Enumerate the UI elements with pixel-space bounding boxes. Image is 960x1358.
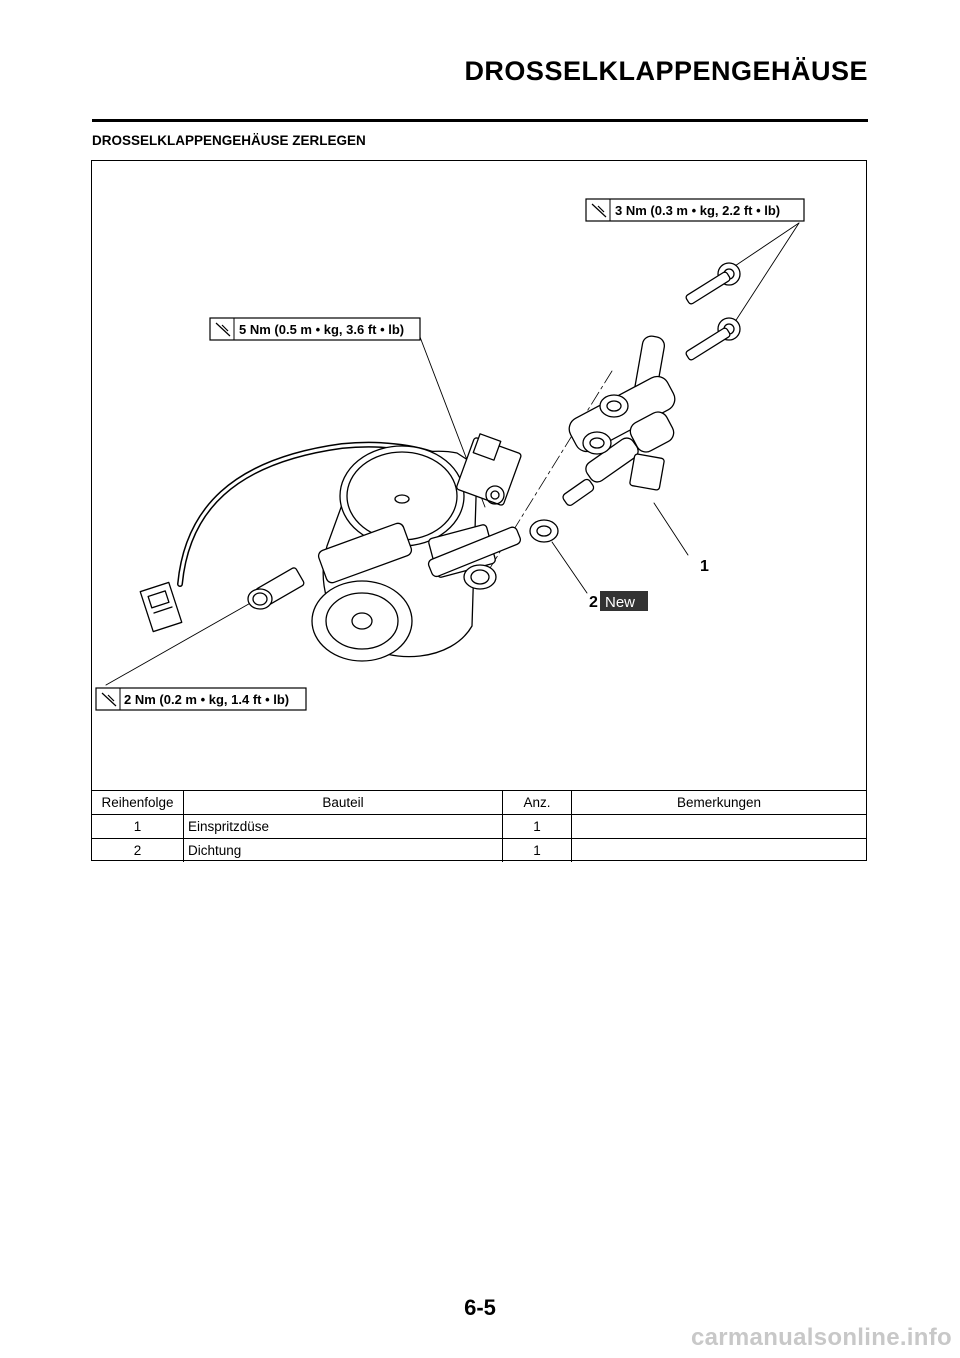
row-sequence: 1 bbox=[92, 814, 184, 839]
torque-label-2nm: 2 Nm (0.2 m • kg, 1.4 ft • lb) bbox=[95, 687, 307, 711]
row-quantity: 1 bbox=[502, 838, 572, 862]
leader-line-part-2 bbox=[551, 541, 588, 594]
row-sequence: 2 bbox=[92, 838, 184, 862]
column-header-quantity: Anz. bbox=[502, 790, 572, 815]
row-part: Einspritzdüse bbox=[183, 814, 503, 839]
table-header-row: Reihenfolge Bauteil Anz. Bemerkungen bbox=[92, 790, 866, 815]
throttle-sensor bbox=[456, 433, 522, 506]
bore-cap-dimple bbox=[394, 494, 410, 504]
svg-text:New: New bbox=[605, 594, 635, 611]
row-remark bbox=[571, 838, 866, 862]
idle-adjust-screw bbox=[247, 567, 305, 610]
watermark: carmanualsonline.info bbox=[690, 1324, 952, 1351]
seal-ring bbox=[529, 519, 559, 543]
column-header-remarks: Bemerkungen bbox=[571, 790, 866, 815]
leader-line-part-1 bbox=[653, 502, 689, 556]
bracket-arm bbox=[427, 526, 522, 590]
torque-wrench-icon bbox=[215, 322, 231, 337]
torque-value-3nm: 3 Nm (0.3 m • kg, 2.2 ft • lb) bbox=[615, 203, 780, 218]
row-remark bbox=[571, 814, 866, 839]
torque-wrench-icon bbox=[591, 203, 607, 218]
leader-line-torque-2nm bbox=[105, 600, 255, 686]
new-part-badge: New bbox=[600, 591, 648, 611]
column-header-part: Bauteil bbox=[183, 790, 503, 815]
bolt-lower bbox=[685, 317, 741, 361]
title-rule bbox=[92, 119, 868, 122]
torque-wrench-icon bbox=[101, 692, 117, 707]
throttle-body-diagram: 3 Nm (0.3 m • kg, 2.2 ft • lb) 5 Nm (0.5… bbox=[95, 198, 805, 711]
page-number: 6-5 bbox=[464, 1295, 496, 1320]
torque-label-5nm: 5 Nm (0.5 m • kg, 3.6 ft • lb) bbox=[209, 317, 421, 341]
injector bbox=[562, 437, 665, 506]
callout-2: 2 bbox=[589, 594, 598, 611]
callout-1: 1 bbox=[700, 558, 709, 575]
table-row: 2 Dichtung 1 bbox=[92, 838, 866, 862]
leader-line-torque-3nm-b bbox=[728, 222, 800, 332]
throttle-body bbox=[247, 433, 522, 662]
bolt-upper bbox=[685, 262, 741, 305]
torque-label-3nm: 3 Nm (0.3 m • kg, 2.2 ft • lb) bbox=[585, 198, 805, 222]
row-quantity: 1 bbox=[502, 814, 572, 839]
harness-connector bbox=[139, 581, 183, 633]
torque-value-2nm: 2 Nm (0.2 m • kg, 1.4 ft • lb) bbox=[124, 692, 289, 707]
fuel-rail bbox=[568, 335, 676, 455]
section-title: DROSSELKLAPPENGEHÄUSE ZERLEGEN bbox=[92, 133, 366, 148]
diagram-frame: 3 Nm (0.3 m • kg, 2.2 ft • lb) 5 Nm (0.5… bbox=[91, 160, 867, 862]
page-title: DROSSELKLAPPENGEHÄUSE bbox=[464, 56, 868, 86]
column-header-sequence: Reihenfolge bbox=[92, 790, 184, 815]
torque-value-5nm: 5 Nm (0.5 m • kg, 3.6 ft • lb) bbox=[239, 322, 404, 337]
throttle-pulley bbox=[311, 580, 413, 662]
row-part: Dichtung bbox=[183, 838, 503, 862]
parts-table: Reihenfolge Bauteil Anz. Bemerkungen 1 E… bbox=[92, 790, 866, 862]
table-row: 1 Einspritzdüse 1 bbox=[92, 814, 866, 839]
